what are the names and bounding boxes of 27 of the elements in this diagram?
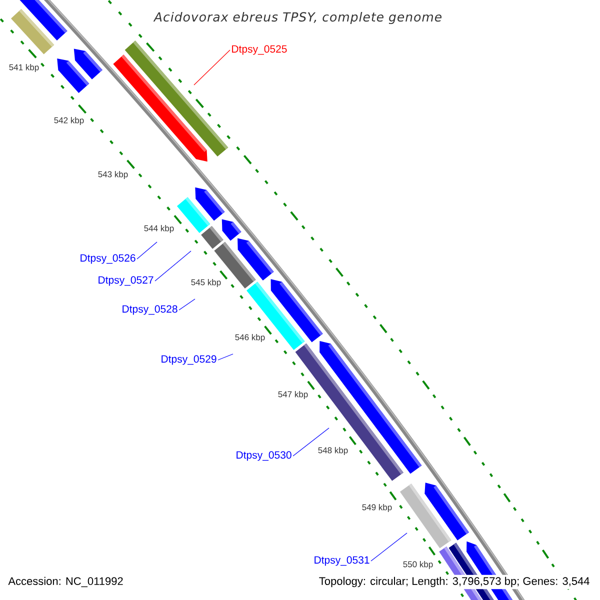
gene-label: Dtpsy_0526 (80, 254, 136, 264)
gene-label: Dtpsy_0529 (162, 355, 216, 365)
leader-line (370, 532, 408, 562)
scale-label: 542 kbp (54, 117, 84, 125)
accession-text: Accession: NC_011992 (8, 576, 123, 588)
leader-line (154, 250, 192, 282)
title: Acidovorax ebreus TPSY, complete genome (153, 12, 442, 24)
leader-line (136, 242, 158, 260)
leader-line (194, 50, 230, 86)
scale-label: 550 kbp (403, 561, 433, 569)
gene-label: Dtpsy_0527 (98, 276, 154, 286)
scale-label: 543 kbp (98, 171, 128, 179)
scale-label: 546 kbp (235, 334, 265, 342)
scale-label: 548 kbp (318, 447, 348, 455)
genome-info-text: Topology: circular; Length: 3,796,573 bp; Genes: 3,544 (316, 574, 592, 590)
leader-line (178, 298, 196, 310)
leader-line (218, 354, 234, 360)
gene-label: Dtpsy_0528 (122, 305, 178, 315)
scale-label: 541 kbp (9, 64, 39, 72)
gene-label: Dtpsy_0531 (314, 556, 370, 566)
scale-label: 549 kbp (362, 504, 392, 512)
gene-label: Dtpsy_0525 (232, 45, 287, 55)
gene-label: Dtpsy_0530 (236, 451, 292, 461)
scale-label: 544 kbp (144, 225, 174, 233)
scale-label: 547 kbp (278, 391, 308, 399)
scale-label: 545 kbp (191, 279, 221, 287)
leader-line (292, 428, 330, 456)
